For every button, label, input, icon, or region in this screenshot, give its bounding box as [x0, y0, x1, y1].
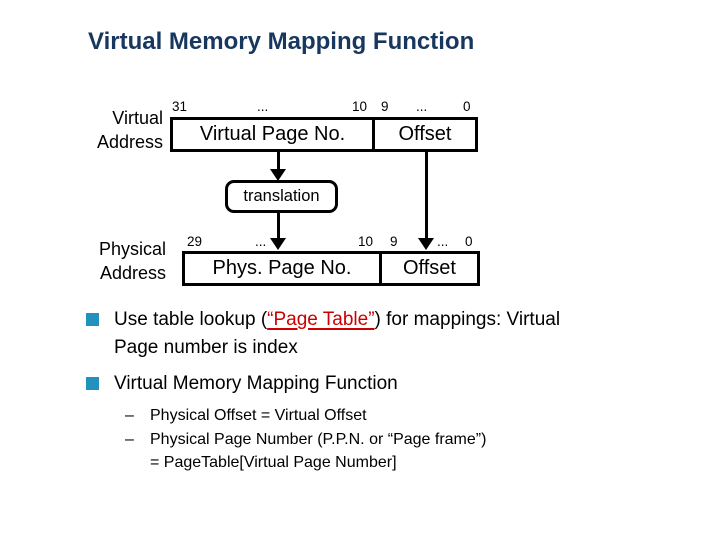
translation-box: translation — [225, 180, 338, 213]
physical-address-label: Physical Address — [44, 237, 166, 285]
arrow-translation-to-ppn-head — [270, 238, 286, 250]
bullet-square-icon — [86, 313, 99, 326]
physical-address-label-line2: Address — [99, 263, 166, 283]
page-table-link[interactable]: “Page Table” — [267, 309, 375, 330]
sub-bullet-physical-page-number: Physical Page Number (P.P.N. or “Page fr… — [150, 428, 630, 474]
arrow-translation-to-ppn-line — [277, 213, 280, 239]
virtual-bit-ellipsis-low: ... — [416, 99, 428, 114]
bullet1-pre-text: Use table lookup ( — [114, 309, 268, 330]
physical-bit-ellipsis-high: ... — [255, 234, 267, 249]
virtual-offset-field: Offset — [398, 123, 452, 145]
sub-bullet-physical-offset: Physical Offset = Virtual Offset — [150, 407, 367, 424]
virtual-bit-0: 0 — [463, 99, 471, 114]
virtual-bit-9: 9 — [381, 99, 389, 114]
bullet-vm-mapping-function: Virtual Memory Mapping Function — [114, 373, 398, 394]
bullet1-post-text: ) for mappings: Virtual — [374, 309, 561, 330]
virtual-bit-10: 10 — [352, 99, 368, 114]
physical-bit-29: 29 — [187, 234, 203, 249]
virtual-bit-31: 31 — [172, 99, 188, 114]
physical-offset-field: Offset — [403, 257, 456, 279]
phys-page-no-field: Phys. Page No. — [185, 254, 382, 283]
physical-bit-10: 10 — [358, 234, 374, 249]
physical-bit-9: 9 — [390, 234, 398, 249]
physical-address-label-line1: Physical — [98, 239, 166, 259]
virtual-page-no-field: Virtual Page No. — [173, 120, 375, 149]
virtual-bit-ellipsis-high: ... — [257, 99, 269, 114]
sub-bullet-dash: – — [125, 407, 134, 424]
arrow-offset-line — [425, 152, 428, 239]
sub-bullet-dash: – — [125, 431, 134, 448]
arrow-offset-head — [418, 238, 434, 250]
virtual-address-label-line1: Virtual — [112, 108, 163, 128]
physical-bit-ellipsis-low: ... — [437, 234, 449, 249]
physical-address-box: Phys. Page No. Offset — [182, 251, 480, 286]
virtual-address-label: Virtual Address — [40, 106, 163, 154]
slide-title: Virtual Memory Mapping Function — [88, 28, 475, 55]
sub-bullet2-line2: = PageTable[Virtual Page Number] — [150, 454, 397, 471]
bullet-square-icon — [86, 377, 99, 390]
sub-bullet2-line1: Physical Page Number (P.P.N. or “Page fr… — [150, 431, 487, 448]
virtual-address-box: Virtual Page No. Offset — [170, 117, 478, 152]
bullet-page-table-lookup: Use table lookup (“Page Table”) for mapp… — [114, 306, 714, 362]
virtual-address-label-line2: Address — [96, 132, 163, 152]
arrow-vpn-to-translation-line — [277, 152, 280, 170]
bullet1-line2-text: Page number is index — [114, 337, 298, 358]
arrow-vpn-to-translation-head — [270, 169, 286, 181]
physical-bit-0: 0 — [465, 234, 473, 249]
